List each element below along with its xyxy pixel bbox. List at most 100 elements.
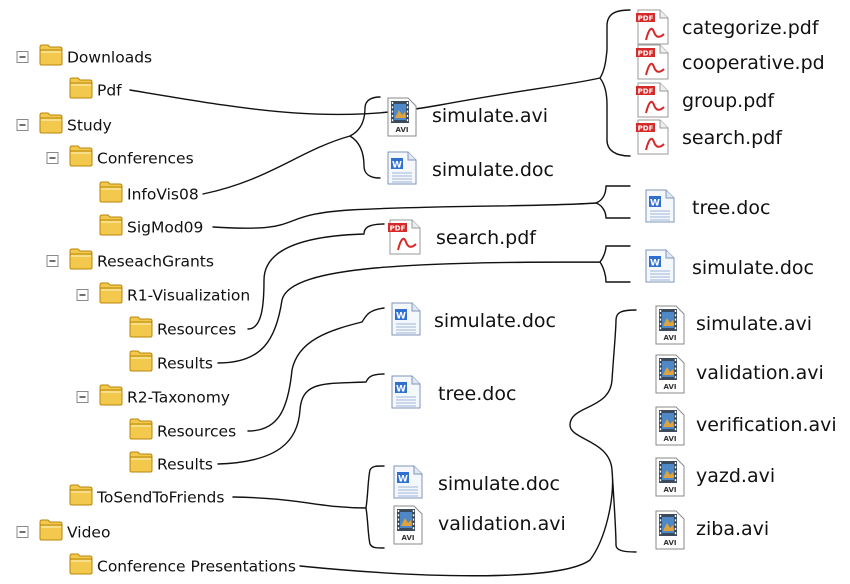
word-doc-icon: W — [391, 375, 421, 409]
tree-item[interactable]: Video — [16, 519, 110, 542]
tree-item[interactable]: Downloads — [16, 44, 152, 67]
svg-text:PDF: PDF — [638, 88, 654, 96]
tree-item[interactable]: R1-Visualization — [76, 282, 250, 305]
file-name: cooperative.pd — [682, 52, 825, 74]
tree-item-label: SigMod09 — [127, 219, 203, 237]
collapse-toggle-icon[interactable] — [76, 289, 89, 301]
file-name: validation.avi — [438, 513, 566, 535]
folder-icon — [129, 316, 153, 338]
file-name: simulate.avi — [696, 313, 812, 335]
tree-item-label: R2-Taxonomy — [127, 389, 230, 407]
tree-item[interactable]: Resources — [129, 316, 236, 339]
svg-text:PDF: PDF — [390, 225, 406, 233]
svg-text:AVI: AVI — [664, 486, 677, 494]
file-item[interactable]: AVI validation.avi — [393, 505, 566, 545]
connector-r1-resources — [247, 223, 385, 330]
file-name: simulate.doc — [434, 310, 556, 332]
folder-icon — [39, 44, 63, 66]
collapse-toggle-icon[interactable] — [46, 152, 59, 164]
word-doc-icon: W — [387, 151, 417, 185]
folder-icon — [69, 248, 93, 270]
connector-pdf — [129, 9, 631, 157]
file-item[interactable]: PDF search.pdf — [636, 119, 783, 155]
connector-infovis08 — [202, 96, 381, 195]
svg-text:W: W — [398, 475, 408, 485]
svg-text:W: W — [396, 385, 406, 395]
tree-item[interactable]: ToSendToFriends — [69, 484, 224, 507]
tree-item[interactable]: Pdf — [69, 77, 122, 100]
svg-text:PDF: PDF — [638, 125, 654, 133]
tree-item[interactable]: SigMod09 — [99, 214, 203, 237]
tree-item[interactable]: Conferences — [46, 145, 194, 168]
collapse-toggle-icon[interactable] — [76, 391, 89, 403]
file-item[interactable]: AVI simulate.avi — [387, 97, 548, 137]
connector-conference-presentations — [299, 309, 637, 577]
folder-icon — [129, 451, 153, 473]
tree-item-label: Pdf — [97, 82, 122, 100]
file-group-conference-presentations: AVIsimulate.aviAVIvalidation.aviAVIverif… — [655, 305, 837, 550]
tree-item-label: Conferences — [97, 150, 194, 168]
collapse-toggle-icon[interactable] — [16, 119, 29, 131]
file-item[interactable]: PDF cooperative.pd — [636, 44, 825, 80]
tree-item[interactable]: Resources — [129, 418, 236, 441]
folder-icon — [39, 112, 63, 134]
file-name: group.pdf — [682, 90, 775, 112]
tree-item[interactable]: ReseachGrants — [46, 248, 214, 271]
collapse-toggle-icon[interactable] — [16, 526, 29, 538]
tree-item[interactable]: Conference Presentations — [69, 553, 296, 576]
word-doc-icon: W — [393, 465, 423, 499]
tree-item[interactable]: Study — [16, 112, 112, 135]
svg-text:PDF: PDF — [638, 50, 654, 58]
folder-icon — [39, 519, 63, 541]
file-name: tree.doc — [438, 383, 516, 405]
pdf-icon: PDF — [388, 219, 421, 255]
tree-item-label: Study — [67, 117, 112, 135]
tree-item[interactable]: Results — [129, 451, 213, 474]
tree-item-label: R1-Visualization — [127, 287, 250, 305]
collapse-toggle-icon[interactable] — [16, 51, 29, 63]
file-name: simulate.doc — [692, 257, 814, 279]
folder-icon — [69, 145, 93, 167]
file-item[interactable]: PDF group.pdf — [636, 82, 775, 118]
folder-icon — [99, 282, 123, 304]
collapse-toggle-icon[interactable] — [46, 255, 59, 267]
tree-item[interactable]: R2-Taxonomy — [76, 384, 230, 407]
tree-item[interactable]: InfoVis08 — [99, 181, 199, 204]
tree-item[interactable]: Results — [129, 350, 213, 373]
pdf-icon: PDF — [636, 82, 669, 118]
avi-video-icon: AVI — [393, 505, 423, 545]
folder-icon — [129, 350, 153, 372]
avi-video-icon: AVI — [655, 354, 685, 394]
file-name: verification.avi — [696, 414, 837, 436]
avi-video-icon: AVI — [387, 97, 417, 137]
connector-layer — [129, 9, 637, 577]
file-name: search.pdf — [682, 127, 783, 149]
file-name: simulate.avi — [432, 105, 548, 127]
folder-tree: DownloadsPdfStudyConferencesInfoVis08Sig… — [16, 44, 296, 576]
word-doc-icon: W — [391, 302, 421, 336]
svg-text:W: W — [396, 312, 406, 322]
svg-text:W: W — [650, 259, 660, 269]
connector-r1-results — [217, 245, 631, 364]
tree-item-label: Conference Presentations — [97, 558, 296, 576]
